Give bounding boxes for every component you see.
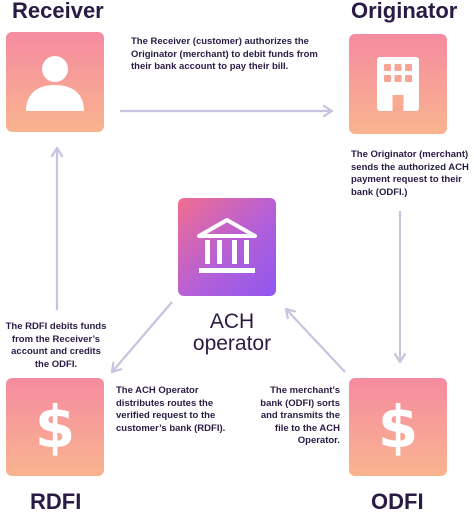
receiver-title: Receiver (12, 0, 104, 23)
step-rdfi-to-receiver-text: The RDFI debits funds from the Receiver’… (5, 321, 107, 370)
ach-operator-title-line1: ACH (209, 310, 255, 333)
originator-title: Originator (351, 0, 458, 23)
dollar-icon: $ (34, 393, 76, 461)
step-odfi-to-ach-text: The merchant’s bank (ODFI) sorts and tra… (260, 385, 340, 446)
step-receiver-to-originator-text: The Receiver (customer) authorizes the O… (131, 36, 318, 72)
originator-box (349, 34, 447, 134)
ach-operator-box (178, 198, 276, 296)
bank-icon (197, 218, 257, 273)
odfi-box: $ (349, 378, 447, 476)
odfi-title: ODFI (371, 489, 424, 514)
receiver-box (6, 32, 104, 132)
building-icon (377, 57, 419, 111)
person-icon (26, 56, 84, 111)
step-ach-to-rdfi-text: The ACH Operator distributes routes the … (116, 385, 226, 434)
ach-operator-title: ACH operator (172, 311, 292, 355)
arrow-odfi-to-ach (286, 309, 346, 373)
arrow-ach-to-rdfi (112, 301, 173, 372)
step-originator-to-odfi-text: The Originator (merchant) sends the auth… (351, 149, 469, 198)
ach-operator-title-line2: operator (192, 332, 272, 355)
rdfi-title: RDFI (30, 489, 82, 514)
dollar-icon: $ (377, 393, 419, 461)
rdfi-box: $ (6, 378, 104, 476)
